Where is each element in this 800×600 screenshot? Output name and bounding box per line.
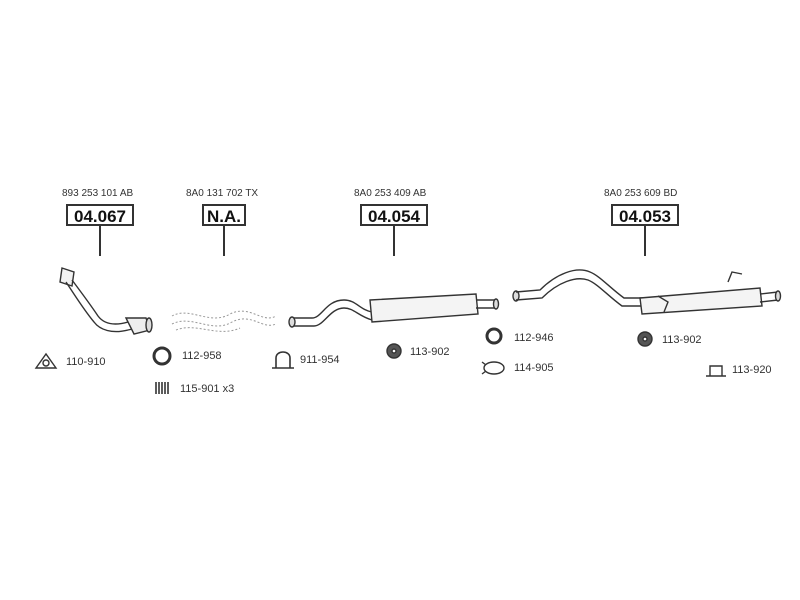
accessory-label: 112-958 (182, 350, 222, 362)
spring-icon[interactable] (155, 382, 169, 394)
oem-number-catalyst: 8A0 131 702 TX (186, 188, 259, 199)
sealing-ring-icon[interactable] (152, 346, 172, 366)
oem-number-rear-silencer: 8A0 253 609 BD (604, 188, 678, 199)
leader-line (393, 226, 395, 256)
oem-number-front-pipe: 893 253 101 AB (62, 188, 134, 199)
leader-line (223, 226, 225, 256)
accessory-label: 110-910 (66, 356, 106, 368)
bracket-icon[interactable] (706, 365, 726, 377)
leader-line (99, 226, 101, 256)
rear-silencer-drawing[interactable] (512, 269, 782, 315)
part-code-middle-silencer[interactable]: 04.054 (360, 204, 428, 226)
accessory-label: 112-946 (514, 332, 554, 344)
rubber-mount-icon[interactable] (637, 331, 653, 347)
accessory-label: 911-954 (300, 354, 340, 366)
part-code-front-pipe[interactable]: 04.067 (66, 204, 134, 226)
accessory-label: 113-920 (732, 364, 772, 376)
accessory-label: 115-901 x3 (180, 383, 235, 395)
middle-silencer-drawing[interactable] (288, 293, 500, 328)
band-clamp-icon[interactable] (481, 361, 505, 375)
accessory-label: 113-902 (410, 346, 450, 358)
part-code-catalyst[interactable]: N.A. (202, 204, 246, 226)
leader-line (644, 226, 646, 256)
front-pipe-drawing[interactable] (59, 267, 153, 335)
accessory-label: 113-902 (662, 334, 702, 346)
catalyst-placeholder-drawing (171, 310, 277, 332)
flange-gasket-icon[interactable] (34, 352, 58, 369)
part-code-rear-silencer[interactable]: 04.053 (611, 204, 679, 226)
accessory-label: 114-905 (514, 362, 554, 374)
oem-number-middle-silencer: 8A0 253 409 AB (354, 188, 427, 199)
sealing-ring-icon[interactable] (485, 327, 503, 345)
pipe-clamp-icon[interactable] (272, 351, 294, 369)
rubber-mount-icon[interactable] (386, 343, 402, 359)
